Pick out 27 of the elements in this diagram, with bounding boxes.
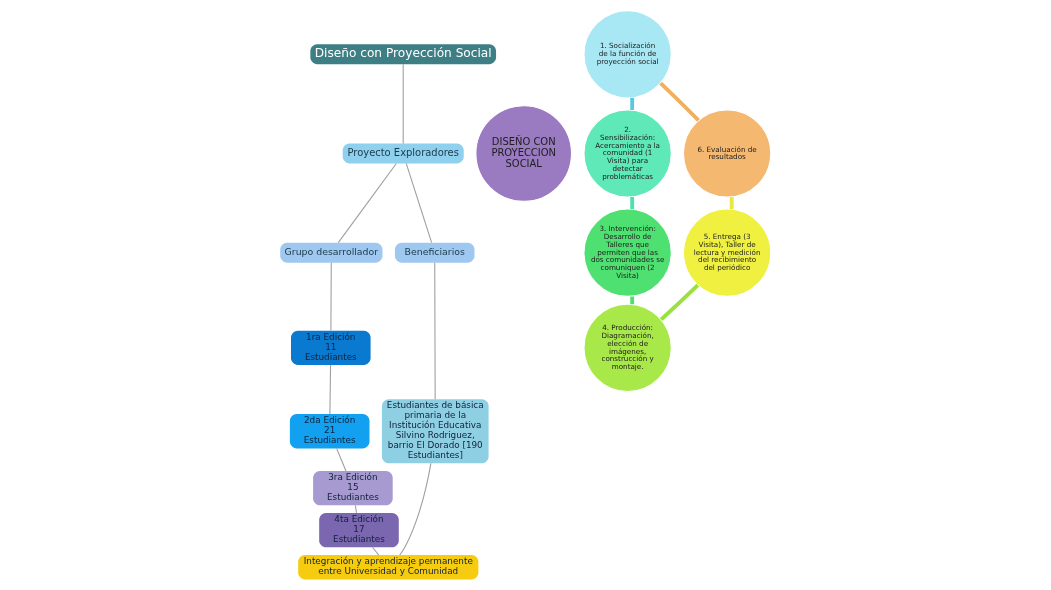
connector <box>330 262 332 332</box>
node-circle: DISEÑO CON PROYECCION SOCIAL <box>475 105 573 202</box>
connector <box>659 81 700 122</box>
connector <box>372 546 380 556</box>
node-box: 4ta Edición 17 Estudiantes <box>319 513 399 548</box>
connector <box>405 162 433 244</box>
connector <box>402 63 404 144</box>
node-box: Diseño con Proyección Social <box>310 44 497 65</box>
connector <box>729 196 734 210</box>
node-box: 1ra Edición 11 Estudiantes <box>291 330 371 365</box>
connector <box>329 364 332 415</box>
node-box: 2da Edición 21 Estudiantes <box>289 414 370 449</box>
connector <box>630 296 635 305</box>
connector <box>659 283 700 321</box>
connector <box>434 262 436 400</box>
connector <box>630 97 635 110</box>
connector <box>336 447 347 472</box>
connector <box>337 162 397 244</box>
node-box: Estudiantes de básica primaria de la Institución Educativa Silvino Rodriguez, barrio El Dorado [190 Estudiantes] <box>381 399 489 464</box>
node-box: 3ra Edición 15 Estudiantes <box>313 471 393 506</box>
connector <box>630 196 635 210</box>
node-box: Integración y aprendizaje permanente entre Universidad y Comunidad <box>298 555 479 580</box>
node-box: Proyecto Exploradores <box>342 143 464 164</box>
node-box: Beneficiarios <box>394 242 475 263</box>
connector <box>354 504 358 514</box>
node-box: Grupo desarrollador <box>280 242 383 263</box>
connector <box>399 462 432 556</box>
